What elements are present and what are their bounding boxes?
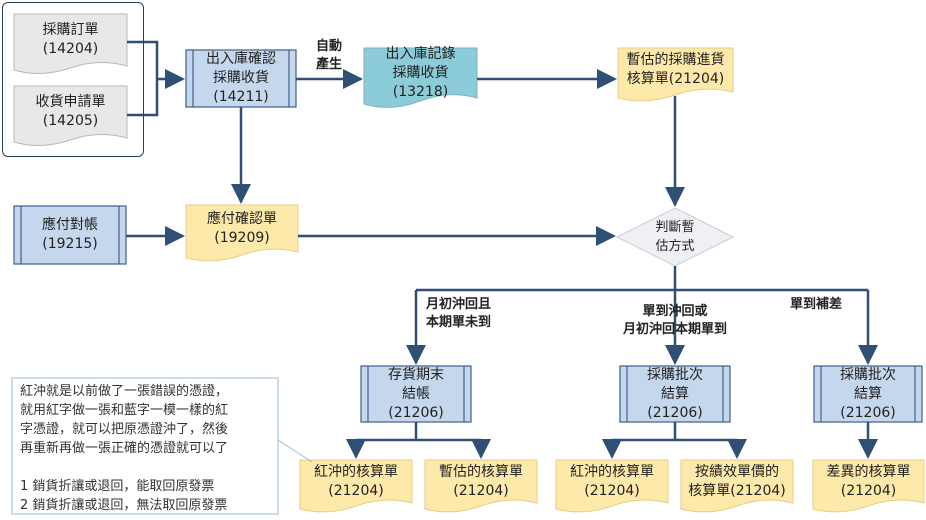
red1-doc-shape: [299, 459, 413, 513]
branch2-line1: 單到沖回或: [642, 304, 708, 319]
estimate-stmt-line2: 核算單(21204): [626, 71, 725, 87]
estimate-stmt-line1: 暫估的採購進貨: [626, 52, 725, 68]
ap-confirm-title: 應付確認單: [207, 210, 277, 227]
red2-doc-shape: [555, 459, 669, 513]
inv-close-box: [360, 365, 472, 423]
performance-price-doc: 按績效單價的 核算單(21204): [681, 460, 793, 503]
red2-title: 紅沖的核算單: [570, 463, 654, 480]
branch1-line2: 本期單未到: [426, 315, 492, 330]
recv-req-title: 收貨申請單: [35, 94, 106, 110]
inout-confirm-code: (14211): [213, 89, 269, 105]
inv-close-code: (21206): [388, 404, 444, 421]
purchase-order-doc: 採購訂單 (14204): [14, 14, 127, 66]
po-code: (14204): [42, 41, 99, 57]
inout-confirm-box: [185, 49, 297, 108]
perf-doc-shape: [680, 459, 794, 513]
ap-reconcile-process: 應付對帳 (19215): [14, 206, 126, 264]
estimate-statement-doc: 暫估的採購進貨 核算單(21204): [618, 48, 733, 92]
branch2-line2: 月初沖回本期單到: [622, 322, 727, 337]
auto-line2: 產生: [316, 57, 343, 72]
red-reversal-explanation: 紅沖就是以前做了一張錯誤的憑證， 就用紅字做一張和藍字一模一樣的紅 字憑證，就可…: [20, 384, 229, 513]
est2-code: (21204): [453, 482, 509, 499]
decision-line2: 估方式: [655, 239, 695, 254]
note-box: [11, 377, 279, 515]
ap-recon-code: (19215): [42, 236, 98, 252]
auto-generate-label: 自動 產生: [316, 38, 342, 74]
ap-recon-title: 應付對帳: [42, 217, 98, 233]
perf-line2: 核算單(21204): [688, 482, 786, 499]
auto-line1: 自動: [316, 39, 343, 54]
inout-confirm-process: 出入庫確認 採購收貨 (14211): [186, 50, 296, 107]
inout-record-line1: 出入庫記錄: [385, 45, 456, 62]
inv-close-line1: 存貨期末: [388, 366, 444, 383]
edge-decision-branch-bar: [416, 266, 868, 292]
ap-confirm-doc: 應付確認單 (19209): [186, 205, 298, 252]
diff-doc-shape: [812, 459, 925, 513]
batch1-code: (21206): [647, 404, 703, 421]
diff-title: 差異的核算單: [826, 463, 911, 480]
estimate-stmt-doc-shape: [617, 47, 734, 102]
po-doc-shape: [13, 13, 128, 74]
decision-line1: 判斷暫: [655, 220, 695, 235]
branch1-label: 月初沖回且 本期單未到: [426, 296, 491, 332]
receipt-request-doc: 收貨申請單 (14205): [14, 86, 127, 138]
recv-req-doc-shape: [13, 85, 128, 146]
inout-record-doc-shape: [363, 47, 478, 108]
edge-batch1-split: [612, 422, 737, 442]
batch-settle-process-1: 採購批次 結算 (21206): [620, 366, 730, 422]
note-pointer: [277, 439, 313, 463]
inout-record-code: (13218): [392, 83, 449, 100]
batch2-code: (21206): [840, 404, 896, 421]
red-reversal-doc-1: 紅沖的核算單 (21204): [300, 460, 412, 503]
perf-line1: 按績效單價的: [695, 463, 779, 480]
estimate-method-decision: 判斷暫 估方式: [630, 216, 720, 258]
estimate-doc-2: 暫估的核算單 (21204): [425, 460, 537, 503]
inv-close-line2: 結帳: [402, 385, 430, 402]
inout-record-line2: 採購收貨: [392, 64, 449, 81]
inventory-close-process: 存貨期末 結帳 (21206): [361, 366, 471, 422]
batch2-line2: 結算: [854, 385, 882, 402]
source-documents-group: [2, 2, 144, 157]
inout-confirm-line1: 出入庫確認: [206, 51, 276, 67]
batch-settle-process-2: 採購批次 結算 (21206): [814, 366, 922, 422]
red1-code: (21204): [328, 482, 384, 499]
branch3-label: 單到補差: [790, 296, 842, 314]
ap-confirm-doc-shape: [185, 204, 299, 262]
ap-recon-box: [13, 205, 127, 265]
po-title: 採購訂單: [42, 22, 99, 38]
red-reversal-doc-2: 紅沖的核算單 (21204): [556, 460, 668, 503]
batch1-line1: 採購批次: [647, 366, 703, 383]
branch2-label: 單到沖回或 月初沖回本期單到: [596, 303, 754, 339]
branch3-line1: 單到補差: [790, 297, 843, 312]
inout-record-doc: 出入庫記錄 採購收貨 (13218): [364, 45, 477, 101]
est2-doc-shape: [424, 459, 538, 513]
batch1-box: [619, 365, 731, 423]
recv-req-code: (14205): [42, 113, 99, 129]
est2-title: 暫估的核算單: [439, 463, 523, 480]
diff-code: (21204): [840, 482, 897, 499]
edge-invclose-split: [356, 422, 481, 442]
branch1-line1: 月初沖回且: [426, 297, 492, 312]
red1-title: 紅沖的核算單: [314, 463, 398, 480]
ap-confirm-code: (19209): [214, 229, 270, 246]
batch2-line1: 採購批次: [840, 366, 896, 383]
batch1-line2: 結算: [661, 385, 689, 402]
difference-doc: 差異的核算單 (21204): [813, 460, 924, 503]
inout-confirm-line2: 採購收貨: [213, 70, 269, 86]
red2-code: (21204): [584, 482, 640, 499]
